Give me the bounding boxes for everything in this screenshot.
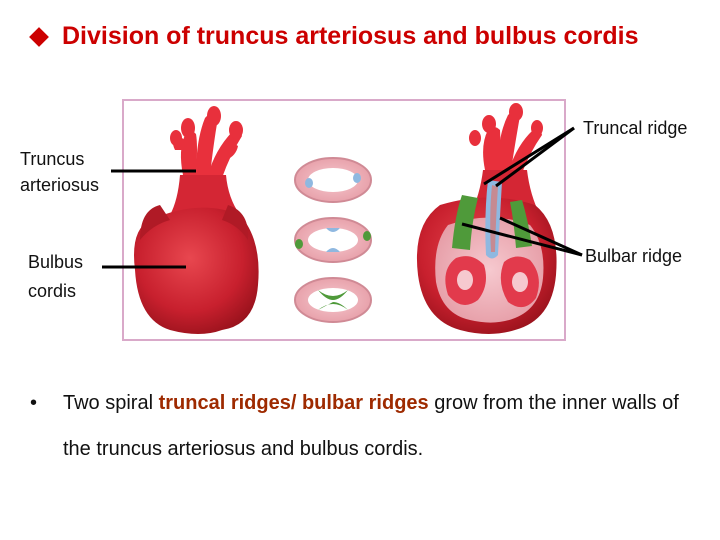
label-truncus-2: arteriosus [20, 175, 100, 195]
bullet-dot-icon: • [30, 392, 38, 414]
label-bulbus-2: cordis [28, 281, 77, 301]
leader-bulbar-2 [499, 216, 583, 257]
label-truncal-ridge: Truncal ridge [583, 118, 688, 138]
cross-section-bottom [294, 277, 372, 323]
label-bulbus-1: Bulbus [28, 252, 84, 272]
cross-section-middle [294, 217, 372, 263]
title-text: Division of truncus arteriosus and bulbu… [62, 22, 639, 50]
label-bulbar-ridge: Bulbar ridge [585, 246, 683, 266]
heart-exterior [134, 106, 259, 334]
bullet-text: Two spiral truncal ridges/ bulbar ridges… [63, 380, 688, 472]
heart-interior [416, 103, 557, 334]
bullet-pre: Two spiral [63, 392, 159, 414]
cross-section-top [294, 157, 372, 203]
label-truncus-1: Truncus [20, 149, 85, 169]
bullet-post: grow from the inner walls of the truncus… [63, 392, 679, 460]
slide-title: Division of truncus arteriosus and bulbu… [29, 22, 639, 51]
leader-bulbar-1 [461, 222, 583, 257]
bullet-highlight: truncal ridges/ bulbar ridges [158, 392, 429, 414]
leader-truncal-2 [495, 126, 575, 188]
